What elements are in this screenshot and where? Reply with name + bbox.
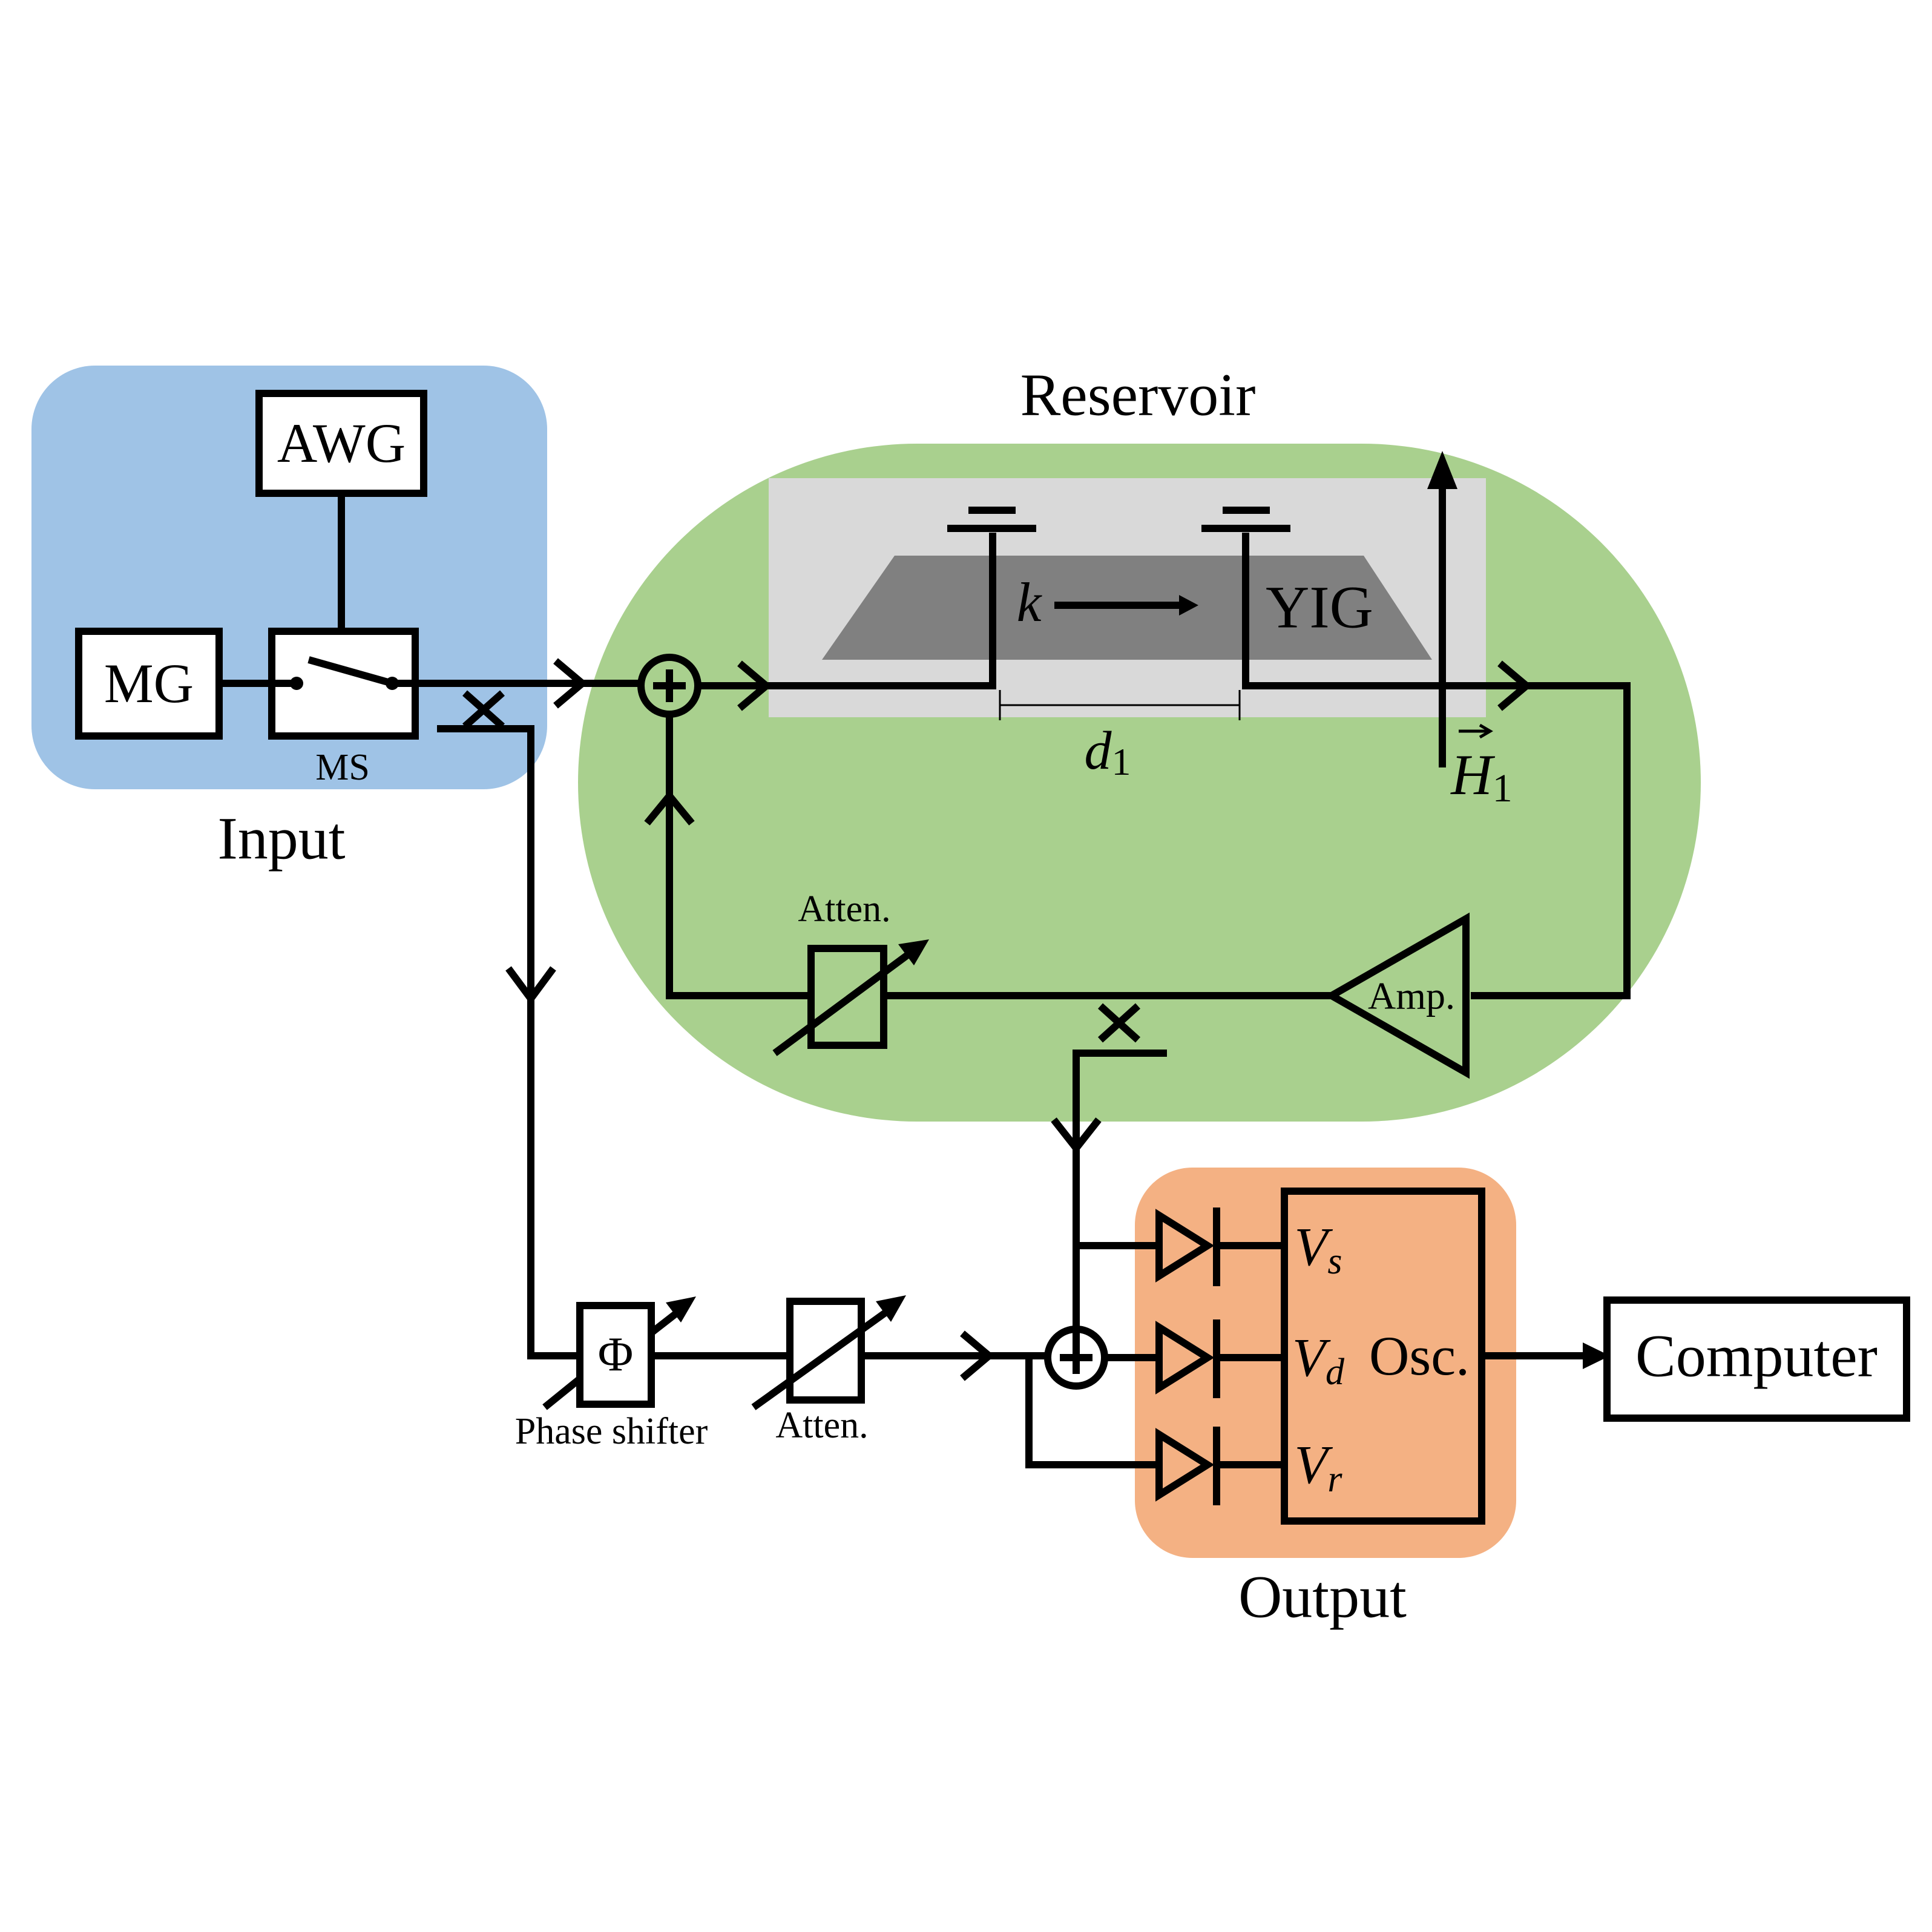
coupler-icon [1073, 1003, 1167, 1355]
variable-attenuator-icon [751, 1295, 906, 1410]
osc-label: Osc. [1369, 1325, 1470, 1387]
coupler-icon [437, 690, 534, 993]
k-label: k [1017, 571, 1043, 633]
lower-atten-label: Atten. [775, 1405, 868, 1446]
arrow-icon [553, 658, 588, 709]
output-region [1135, 1168, 1516, 1558]
vd-label: Vd [1292, 1328, 1345, 1393]
amplifier-icon [1324, 912, 1470, 1079]
vr-label: Vr [1294, 1435, 1342, 1500]
arrow-icon [1179, 595, 1198, 616]
reservoir-atten-label: Atten. [798, 889, 890, 930]
d1-label: d1 [1085, 721, 1131, 783]
ground-icon [947, 507, 1036, 532]
vs-label: Vs [1294, 1217, 1342, 1283]
reservoir-label: Reservoir [1020, 361, 1256, 429]
computer-label: Computer [1635, 1322, 1878, 1390]
variable-attenuator-icon [772, 939, 929, 1056]
ground-icon [1201, 507, 1290, 532]
arrow-icon [1497, 660, 1533, 711]
mg-label: MG [104, 652, 194, 714]
switch-icon [307, 656, 393, 687]
phase-symbol: Φ [598, 1328, 633, 1381]
yig-label: YIG [1266, 574, 1373, 641]
arrow-icon [737, 660, 772, 711]
input-region-label: Input [217, 805, 345, 872]
phase-shifter-label: Phase shifter [515, 1411, 708, 1452]
awg-label: AWG [277, 412, 406, 474]
h1-label: H1 [1450, 743, 1513, 810]
arrow-icon [1427, 451, 1457, 489]
ms-label: MS [315, 747, 370, 788]
d1-dimension [999, 690, 1241, 720]
amp-label: Amp. [1368, 974, 1455, 1017]
arrow-icon [1051, 1117, 1102, 1154]
computer-block [1603, 1296, 1910, 1422]
output-region-label: Output [1238, 1563, 1407, 1631]
arrow-icon [644, 790, 695, 826]
arrow-icon [1583, 1342, 1610, 1369]
arrow-icon [960, 1330, 995, 1381]
